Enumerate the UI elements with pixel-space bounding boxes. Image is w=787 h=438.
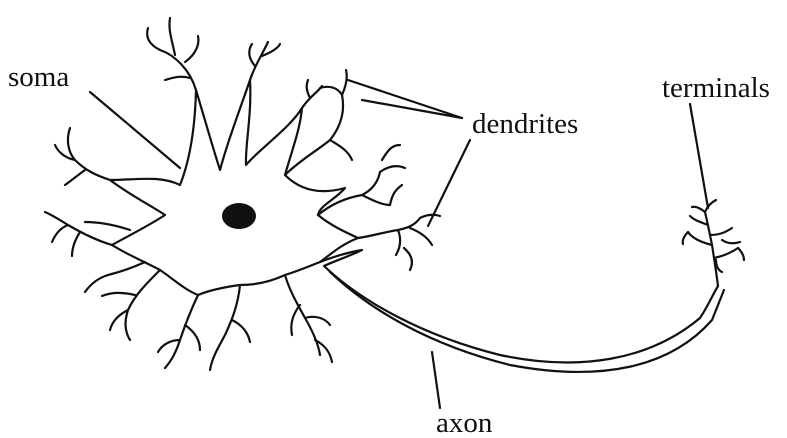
leader-dendrites-3 bbox=[428, 140, 470, 226]
dendrite-branches bbox=[45, 18, 440, 370]
leader-soma bbox=[90, 92, 180, 168]
axon-terminals bbox=[683, 200, 744, 286]
label-axon: axon bbox=[436, 407, 493, 438]
leader-dendrites-2 bbox=[362, 100, 462, 118]
label-terminals: terminals bbox=[662, 72, 770, 104]
nucleus bbox=[222, 203, 256, 229]
leader-axon bbox=[432, 352, 440, 408]
leader-dendrites-1 bbox=[348, 80, 462, 118]
axon-fiber bbox=[320, 250, 724, 372]
leader-terminals bbox=[690, 104, 708, 208]
label-soma: soma bbox=[8, 61, 69, 93]
label-dendrites: dendrites bbox=[472, 108, 578, 140]
